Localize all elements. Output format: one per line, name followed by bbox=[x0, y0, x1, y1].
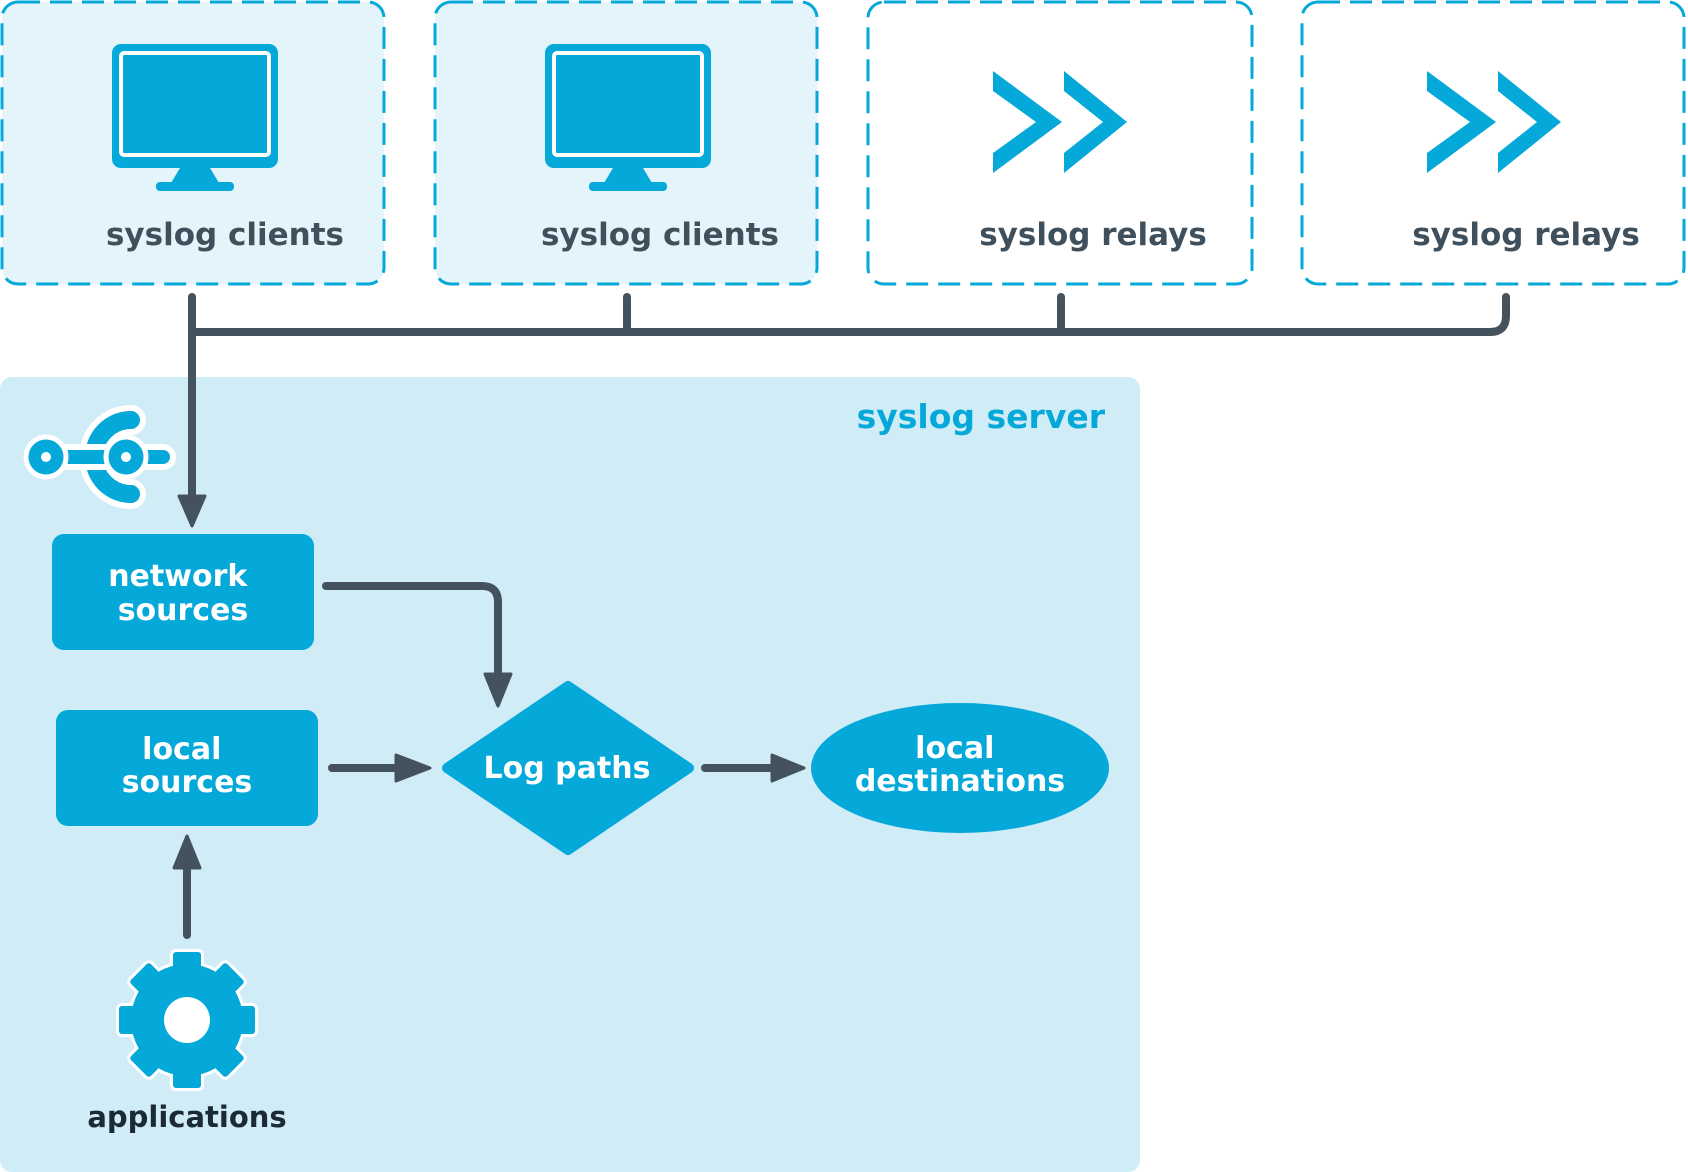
syslog-clients-label: syslog clients bbox=[106, 217, 344, 253]
monitor-icon bbox=[545, 44, 711, 191]
syslog-client-box: syslog clients bbox=[0, 0, 386, 286]
syslog-client-box: syslog clients bbox=[433, 0, 819, 286]
arrow-head-up bbox=[172, 834, 202, 870]
local-destinations-ellipse bbox=[811, 703, 1109, 833]
log-paths-diamond bbox=[442, 681, 694, 855]
arrow-head-right bbox=[394, 753, 432, 783]
syslog-relay-box: syslog relays bbox=[866, 0, 1254, 286]
syslog-ng-logo-icon bbox=[23, 405, 176, 509]
syslog-clients-label: syslog clients bbox=[541, 217, 779, 253]
arrow-head-right bbox=[770, 753, 806, 783]
syslog-relays-label: syslog relays bbox=[1412, 217, 1640, 253]
network-to-logpaths bbox=[322, 582, 502, 676]
double-chevron-right-icon bbox=[993, 71, 1127, 173]
local-destinations-label: local destinations bbox=[855, 731, 1065, 799]
bus-line bbox=[188, 293, 1510, 336]
arrow-heads bbox=[172, 494, 806, 870]
applications-label: applications bbox=[87, 1100, 286, 1134]
network-sources-box bbox=[52, 534, 314, 650]
local-sources-label: local sources bbox=[122, 732, 253, 800]
syslog-relays-label: syslog relays bbox=[979, 217, 1207, 253]
syslog-relay-box: syslog relays bbox=[1300, 0, 1686, 286]
syslog-server-title: syslog server bbox=[857, 397, 1106, 436]
arrow-head-down bbox=[483, 672, 513, 708]
double-chevron-right-icon bbox=[1427, 71, 1561, 173]
monitor-icon bbox=[112, 44, 278, 191]
network-sources-label: network sources bbox=[108, 559, 258, 628]
arrow-head-down bbox=[177, 494, 207, 528]
connector-lines bbox=[183, 293, 1510, 939]
gear-icon bbox=[116, 949, 258, 1091]
local-sources-box bbox=[56, 710, 318, 826]
log-paths-label: Log paths bbox=[484, 751, 651, 786]
